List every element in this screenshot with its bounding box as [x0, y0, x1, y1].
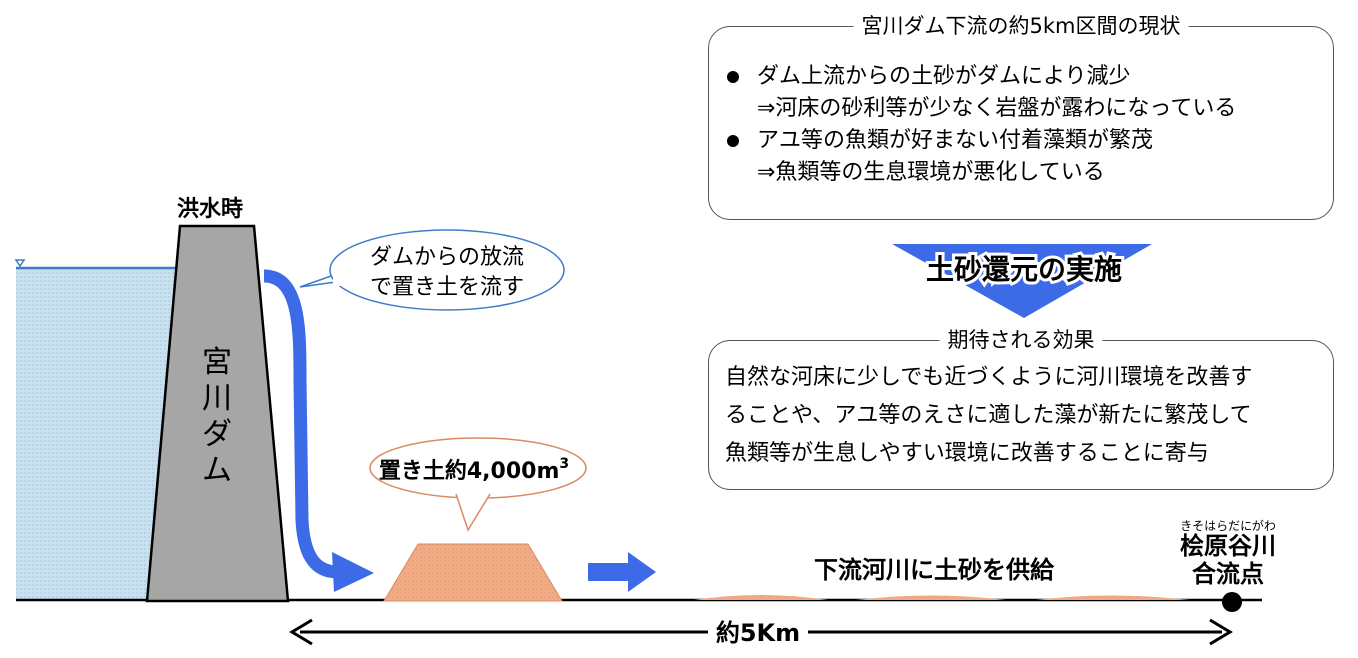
- bullet-icon: [727, 71, 739, 83]
- dam-body: [145, 224, 290, 603]
- soil-callout-tail-mask: [458, 488, 488, 496]
- effect-line: 魚類等が生息しやすい環境に改善することに寄与: [725, 441, 1209, 466]
- distance-arrow-left-icon: [289, 618, 313, 646]
- downstream-sediment: [856, 595, 1006, 600]
- dam-name-char: ム: [202, 453, 232, 488]
- status-item: アユ等の魚類が好まない付着藻類が繁茂 ⇒魚類等の生息環境が悪化している: [725, 125, 1325, 189]
- status-item: ダム上流からの土砂がダムにより減少 ⇒河床の砂利等が少なく岩盤が露わになっている: [725, 61, 1325, 125]
- status-result-text: ⇒魚類等の生息環境が悪化している: [757, 160, 1105, 185]
- expected-effects-text: 自然な河床に少しでも近づくように河川環境を改善す ることや、アユ等のえさに適した…: [725, 359, 1327, 473]
- effect-line: ることや、アユ等のえさに適した藻が新たに繁茂して: [725, 403, 1252, 428]
- confluence-point-marker: [1222, 592, 1242, 612]
- placed-soil-label: 置き土約4,000m3: [379, 456, 569, 484]
- status-cause-line: アユ等の魚類が好まない付着藻類が繁茂: [725, 125, 1325, 157]
- downstream-sediment: [694, 595, 828, 600]
- status-cause-text: ダム上流からの土砂がダムにより減少: [757, 64, 1131, 89]
- supply-label: 下流河川に土砂を供給: [814, 556, 1055, 584]
- discharge-flow-arrow: [263, 269, 339, 579]
- callout-text-line2: で置き土を流す: [370, 275, 524, 300]
- discharge-arrowhead-icon: [332, 552, 374, 592]
- confluence-ruby: きそはらだにがわ: [1180, 518, 1276, 533]
- supply-arrow-icon: [588, 552, 656, 592]
- action-arrow-icon: [892, 244, 1152, 318]
- current-status-title: 宮川ダム下流の約5km区間の現状: [853, 13, 1189, 39]
- confluence-label-line1: 桧原谷川: [1180, 532, 1276, 560]
- distance-label: 約5Km: [716, 619, 800, 647]
- callout-tail-mask: [333, 264, 363, 286]
- current-status-list: ダム上流からの土砂がダムにより減少 ⇒河床の砂利等が少なく岩盤が露わになっている…: [725, 61, 1325, 189]
- expected-effects-box: 期待される効果 自然な河床に少しでも近づくように河川環境を改善す ることや、アユ…: [708, 327, 1334, 490]
- placed-soil-superscript: 3: [559, 456, 569, 472]
- dam-name-char: 川: [202, 381, 232, 416]
- water-level-icon: [14, 259, 26, 268]
- expected-effects-title: 期待される効果: [939, 327, 1103, 353]
- placed-soil-pile: [383, 543, 563, 602]
- callout-bubble: [329, 229, 565, 311]
- confluence-label-line2: 合流点: [1192, 560, 1264, 588]
- dam-name-char: 宮: [202, 345, 232, 380]
- callout-text-line1: ダムからの放流: [370, 245, 524, 270]
- current-status-box: 宮川ダム下流の約5km区間の現状 ダム上流からの土砂がダムにより減少 ⇒河床の砂…: [708, 13, 1334, 220]
- status-cause-text: アユ等の魚類が好まない付着藻類が繁茂: [757, 128, 1154, 153]
- effect-line: 自然な河床に少しでも近づくように河川環境を改善す: [725, 365, 1253, 390]
- status-cause-line: ダム上流からの土砂がダムにより減少: [725, 61, 1325, 93]
- downstream-sediment: [1036, 595, 1190, 600]
- action-label: 土砂還元の実施: [926, 253, 1122, 286]
- soil-callout-tail: [455, 493, 491, 532]
- distance-arrow-right-icon: [1209, 618, 1233, 646]
- dam-name-char: ダ: [202, 417, 232, 452]
- flood-label: 洪水時: [177, 197, 243, 222]
- bullet-icon: [727, 135, 739, 147]
- status-result-text: ⇒河床の砂利等が少なく岩盤が露わになっている: [757, 96, 1237, 121]
- placed-soil-prefix: 置き土約4,000m: [379, 458, 560, 484]
